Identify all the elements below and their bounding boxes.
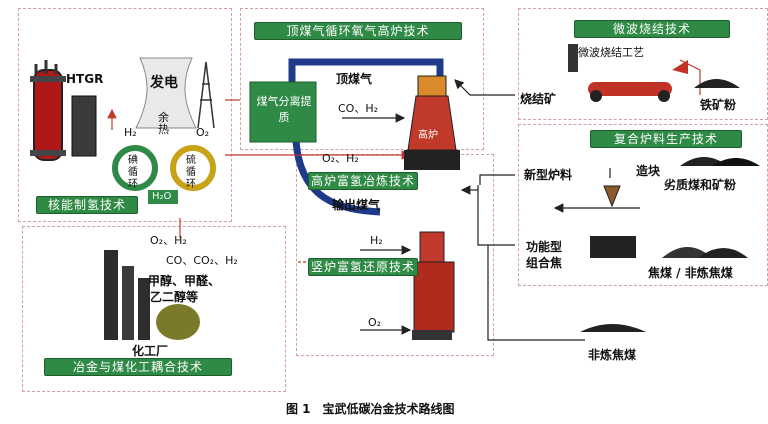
title-bf-hydrogen: 高炉富氢冶炼技术	[308, 172, 418, 190]
shaft-furnace-icon	[412, 231, 455, 340]
output-gas-label: 输出煤气	[332, 198, 381, 212]
top-gas-frame	[240, 8, 484, 150]
microwave-process-label: 微波烧结工艺	[578, 46, 644, 59]
low-coal-label: 劣质煤和矿粉	[664, 178, 737, 192]
coke-types-label: 焦煤 / 非炼焦煤	[648, 266, 733, 280]
h2-label: H₂	[124, 126, 137, 139]
microwave-sintering-icon	[568, 44, 740, 102]
products-line2: 乙二醇等	[150, 290, 199, 304]
blast-furnace-icon	[404, 75, 460, 170]
coupling-o2-h2-label: O₂、H₂	[150, 234, 187, 247]
power-plant-icon	[135, 57, 215, 129]
title-shaft-hydrogen: 竖炉富氢还原技术	[308, 258, 418, 276]
products-line1: 甲醇、甲醛、	[148, 274, 221, 288]
htgr-label: HTGR	[66, 72, 104, 86]
title-microwave-sintering: 微波烧结技术	[574, 20, 730, 38]
power-label: 发电	[150, 75, 178, 91]
shaft-o2-label: O₂	[368, 316, 382, 329]
functional-coke-line2: 组合焦	[526, 256, 563, 270]
sinter-label: 烧结矿	[520, 92, 557, 106]
nuclear-frame	[18, 8, 232, 222]
title-nuclear-hydrogen: 核能制氢技术	[36, 196, 138, 214]
waste-heat-label: 余热	[158, 111, 169, 136]
water-label: H₂O	[152, 191, 172, 202]
chemical-plant-icon	[104, 250, 200, 340]
iron-powder-label: 铁矿粉	[700, 98, 737, 112]
non-coking-label: 非炼焦煤	[588, 348, 637, 362]
title-top-gas-recycling: 顶煤气循环氧气高炉技术	[254, 22, 462, 40]
co-h2-label: CO、H₂	[338, 102, 379, 115]
sulfur-cycle-label: 硫循环	[186, 155, 196, 190]
coupling-frame	[22, 226, 286, 392]
chem-plant-label: 化工厂	[132, 344, 169, 358]
briquetting-label: 造块	[636, 164, 661, 178]
furnace-label: 高炉	[418, 130, 438, 141]
functional-coke-line1: 功能型	[526, 240, 563, 254]
coupling-gases-label: CO、CO₂、H₂	[166, 254, 238, 267]
title-composite-burden: 复合炉料生产技术	[590, 130, 742, 148]
top-gas-label: 顶煤气	[336, 72, 373, 86]
gas-separation-label: 煤气分离提质	[256, 95, 312, 124]
new-burden-label: 新型炉料	[524, 168, 573, 182]
figure-caption: 图 1 宝武低碳冶金技术路线图	[286, 402, 455, 416]
shaft-h2-label: H₂	[370, 234, 383, 247]
o2-h2-label: O₂、H₂	[322, 152, 359, 165]
o2-label: O₂	[196, 126, 210, 139]
htgr-reactor-icon	[30, 60, 97, 161]
title-coupling: 冶金与煤化工耦合技术	[44, 358, 232, 376]
iodine-cycle-label: 碘循环	[128, 155, 138, 190]
